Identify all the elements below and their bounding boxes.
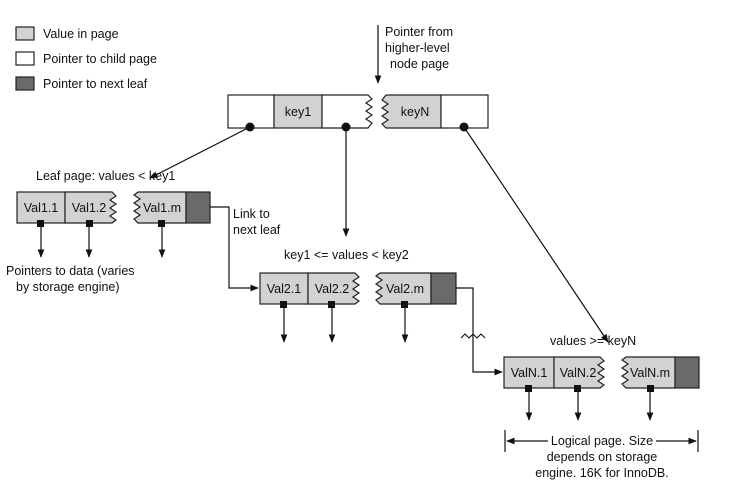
root-keyN-label: keyN [401,105,429,119]
leaf2-anchor-2 [328,301,335,308]
legend-label-pointer-child: Pointer to child page [43,52,157,66]
leaf2-next-cell [430,272,457,305]
legend-swatch-value [15,26,35,41]
root-key1-label: key1 [285,105,311,119]
leaf1-caption: Leaf page: values < key1 [36,169,175,183]
logical-caption-line2: depends on storage [547,450,658,464]
link-leaf1-to-leaf2 [210,206,259,292]
leafN-val1-cell [503,356,555,389]
leafN-anchor-1 [525,385,532,392]
legend-swatch-next-leaf [15,76,35,91]
leaf1-page: Val1.1 Val1.2 Val1.m [16,191,211,258]
leaf1-val2-label: Val1.2 [72,201,107,215]
link-leaf2-to-leafN [456,287,503,376]
root-node: key1 keyN [227,94,489,132]
higher-level-label-line3: node page [390,57,449,71]
pointers-caption-line1: Pointers to data (varies [6,264,135,278]
leafN-caption: values >= keyN [550,334,636,348]
leaf2-val1-label: Val2.1 [267,282,302,296]
leaf1-next-cell [185,191,211,224]
legend: Value in page Pointer to child page Poin… [15,26,157,91]
leaf2-page: Val2.1 Val2.2 Val2.m [259,272,457,343]
higher-level-label-line2: higher-level [385,41,450,55]
root-key1-cell [273,94,323,129]
leaf1-val2-cell [64,191,118,224]
leaf2-caption: key1 <= values < key2 [284,248,409,262]
leaf1-anchor-m [158,220,165,227]
leafN-anchor-m [647,385,654,392]
legend-label-value: Value in page [43,27,119,41]
link-break-mark [460,333,486,339]
leaf2-valm-label: Val2.m [386,282,424,296]
leaf2-val2-cell [307,272,361,305]
leaf1-valm-label: Val1.m [143,201,181,215]
root-ptr-right [440,94,489,129]
leaf2-val2-label: Val2.2 [315,282,350,296]
leaf1-anchor-2 [86,220,93,227]
leafN-val2-label: ValN.2 [560,366,597,380]
leafN-val2-cell [553,356,606,389]
link-caption-line1: Link to [233,207,270,221]
legend-label-next-leaf: Pointer to next leaf [43,77,148,91]
leafN-next-cell [674,356,700,389]
legend-swatch-pointer-child [15,51,35,66]
leaf2-anchor-1 [280,301,287,308]
higher-level-note: Pointer from higher-level node page [374,25,453,84]
leafN-anchor-2 [574,385,581,392]
arrow-root-to-leafN [463,126,609,343]
leafN-val1-label: ValN.1 [511,366,548,380]
logical-caption-line3: engine. 16K for InnoDB. [535,466,668,480]
leaf2-anchor-m [401,301,408,308]
logical-page-dimension: Logical page. Size depends on storage en… [504,430,699,480]
leaf1-anchor-1 [37,220,44,227]
leafN-valm-label: ValN.m [630,366,670,380]
leaf1-val1-label: Val1.1 [24,201,59,215]
higher-level-label-line1: Pointer from [385,25,453,39]
logical-caption-line1: Logical page. Size [551,434,653,448]
root-ptr-mid [321,94,374,129]
link-caption-line2: next leaf [233,223,281,237]
leafN-page: ValN.1 ValN.2 ValN.m [503,356,700,421]
leaf2-val1-cell [259,272,309,305]
arrow-root-to-leaf1 [149,126,251,179]
pointers-caption-line2: by storage engine) [16,280,120,294]
